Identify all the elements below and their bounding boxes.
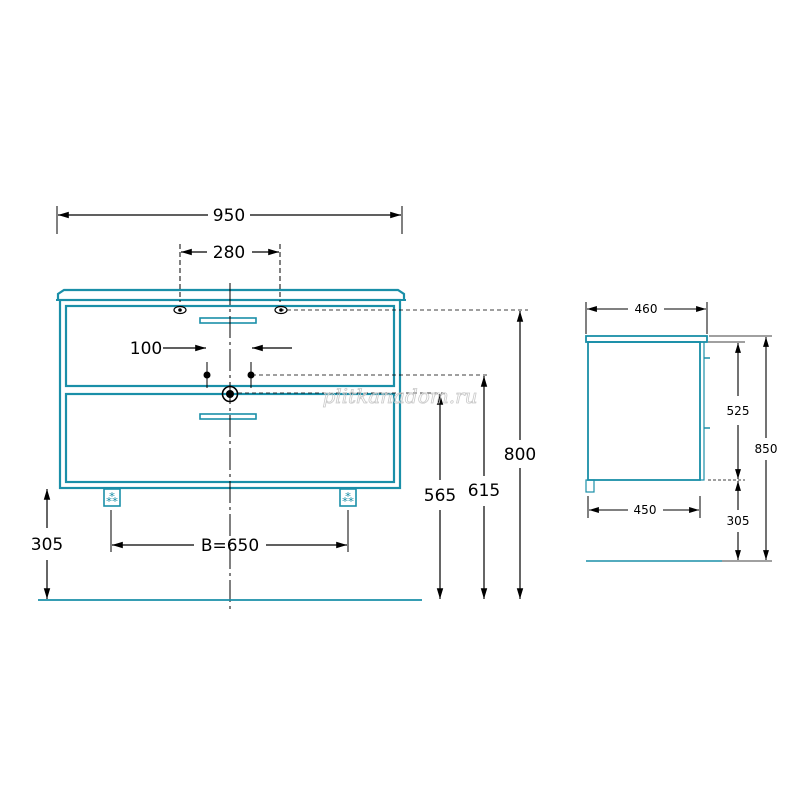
dimension-width-total: 950 bbox=[58, 206, 401, 226]
label-615: 615 bbox=[468, 481, 500, 501]
cabinet-side bbox=[585, 335, 710, 493]
dimension-legs-spacing: B=650 bbox=[110, 510, 349, 556]
side-drawer-fronts bbox=[699, 341, 705, 481]
dimension-height-615: 615 bbox=[468, 376, 500, 599]
watermark: plitkanadom.ru bbox=[322, 384, 477, 408]
label-305-front: 305 bbox=[31, 535, 63, 555]
dimension-mixer-spacing: 280 bbox=[181, 243, 279, 263]
svg-text:⁂: ⁂ bbox=[106, 491, 118, 505]
side-view: 460 450 525 305 850 bbox=[585, 302, 778, 562]
leg-right: ⁂ bbox=[339, 488, 357, 507]
dimension-height-565: 565 bbox=[424, 394, 456, 599]
dimension-height-800: 800 bbox=[504, 311, 536, 599]
dimension-body-height: 525 bbox=[727, 343, 750, 479]
label-950: 950 bbox=[213, 206, 245, 226]
dimension-total-height-side: 850 bbox=[755, 337, 778, 560]
upper-drawer-handle bbox=[199, 317, 257, 324]
lower-drawer-handle bbox=[199, 413, 257, 420]
label-460: 460 bbox=[635, 302, 658, 316]
side-leg bbox=[585, 479, 595, 493]
label-b650: B=650 bbox=[201, 536, 259, 556]
leg-left: ⁂ bbox=[103, 488, 121, 507]
label-305-side: 305 bbox=[727, 514, 750, 528]
dimension-body-depth: 450 bbox=[589, 503, 699, 517]
label-450: 450 bbox=[634, 503, 657, 517]
side-body bbox=[587, 341, 701, 481]
label-525: 525 bbox=[727, 404, 750, 418]
label-100: 100 bbox=[130, 339, 162, 359]
dimension-drain-offset: 100 bbox=[130, 339, 292, 359]
svg-text:⁂: ⁂ bbox=[342, 491, 354, 505]
label-565: 565 bbox=[424, 486, 456, 506]
front-view: ⁂ ⁂ bbox=[31, 206, 536, 612]
dimension-top-depth: 460 bbox=[587, 302, 706, 316]
countertop bbox=[56, 288, 406, 300]
label-280: 280 bbox=[213, 243, 245, 263]
label-850: 850 bbox=[755, 442, 778, 456]
drain-outlet bbox=[221, 385, 239, 403]
mixer-hole-left bbox=[173, 305, 187, 315]
label-800: 800 bbox=[504, 445, 536, 465]
dimension-side-legs-height: 305 bbox=[727, 481, 750, 560]
dimension-legs-height: 305 bbox=[31, 489, 63, 599]
